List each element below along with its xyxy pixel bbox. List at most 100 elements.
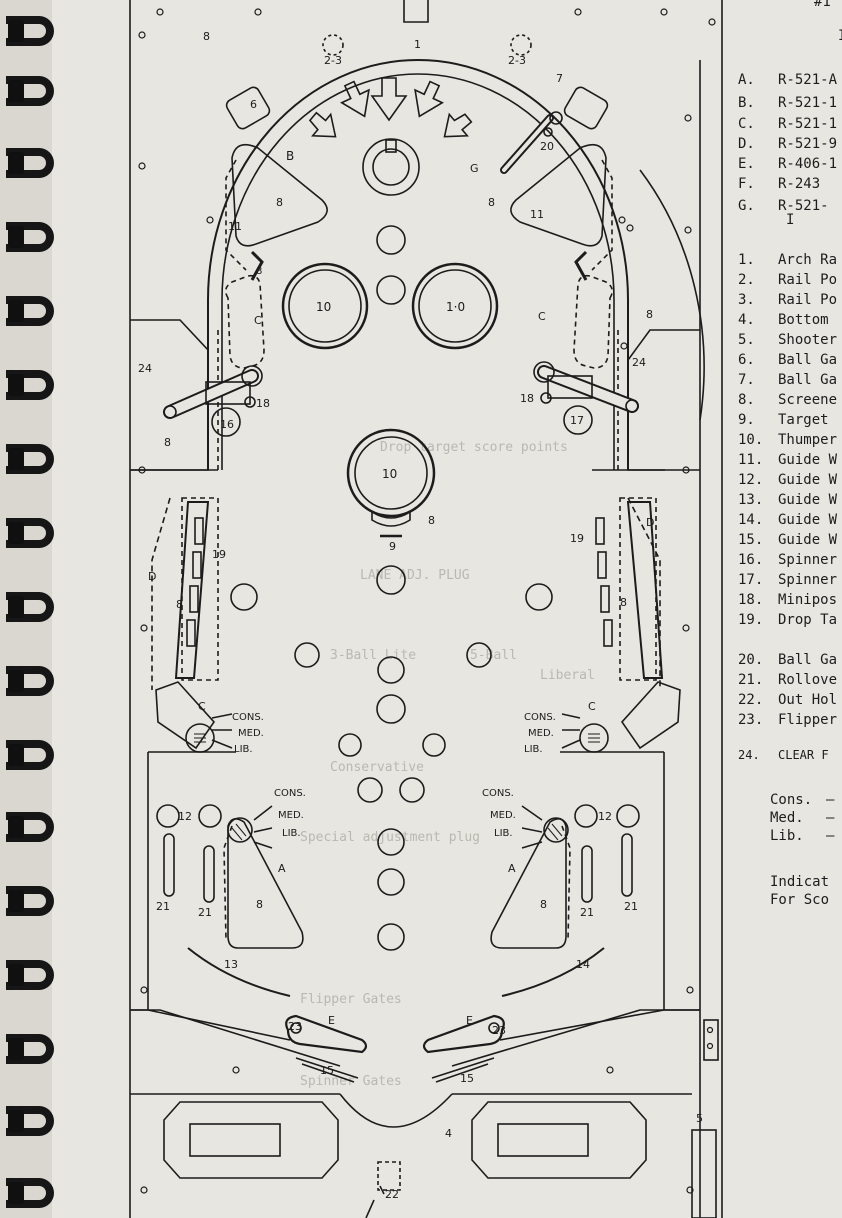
arrow-guide xyxy=(414,80,444,118)
post xyxy=(399,777,425,803)
label-rollover: 21 xyxy=(198,906,212,919)
item-key: 19. xyxy=(738,612,764,628)
drain-arc xyxy=(339,1093,453,1128)
right-inlane-guide xyxy=(620,681,681,750)
guide-wire-15-left xyxy=(295,1057,359,1083)
right-drop-target-bank xyxy=(626,501,664,679)
item-value: Guide W xyxy=(778,452,838,468)
guide-wire-15-right xyxy=(431,1057,495,1083)
arch-top-notch xyxy=(403,0,429,23)
item-value: Ball Ga xyxy=(778,352,838,368)
item-key: 15. xyxy=(738,532,764,548)
rollover-post xyxy=(156,804,180,828)
parts-letter-item: D.R-521-9 xyxy=(738,136,837,152)
post xyxy=(377,828,405,856)
item-value: R-243 xyxy=(778,176,821,192)
post xyxy=(525,583,553,611)
label-screened: 8 xyxy=(428,514,435,527)
rollover-post xyxy=(574,804,598,828)
right-guide-c xyxy=(573,274,614,369)
thumper-bumper xyxy=(346,428,436,518)
right-drop-bank-dash xyxy=(619,497,657,681)
label-screened: 8 xyxy=(256,266,262,277)
item-value: R-521-1 xyxy=(778,116,838,132)
item-key: E. xyxy=(738,156,755,172)
label-cons: CONS. xyxy=(232,712,264,723)
binding-coil xyxy=(0,10,58,50)
label-ball-gate: 6 xyxy=(250,98,257,111)
item-key: 16. xyxy=(738,552,764,568)
parts-number-item: 18.Minipos xyxy=(738,592,837,608)
left-outlane-curve xyxy=(151,497,171,690)
bleed-text: Special adjustment plug xyxy=(300,830,481,845)
label-out-hole: 22 xyxy=(385,1188,399,1201)
item-value: Ball Ga xyxy=(778,372,838,388)
item-value: Arch Ra xyxy=(778,252,838,268)
right-apron-box xyxy=(471,1101,647,1179)
item-key: 10. xyxy=(738,432,764,448)
key-name: Lib. xyxy=(770,828,804,844)
item-key: 5. xyxy=(738,332,755,348)
thumper-bumper xyxy=(281,262,369,350)
label-med: MED. xyxy=(238,728,264,739)
label-med: MED. xyxy=(278,810,304,821)
binding-coil xyxy=(0,438,58,478)
item-key: 24. xyxy=(738,748,760,762)
label-letter-e: E xyxy=(466,1014,473,1027)
item-value: Drop Ta xyxy=(778,612,838,628)
label-thumper: 1·0 xyxy=(446,300,465,314)
parts-number-item: 6.Ball Ga xyxy=(738,352,837,368)
header-fragment: #1 xyxy=(814,0,831,10)
spinner-right-bracket xyxy=(547,375,593,399)
label-lib: LIB. xyxy=(494,828,513,839)
mounting-holes xyxy=(138,8,716,1194)
rollover-lane xyxy=(203,845,215,903)
label-flipper: 23 xyxy=(288,1020,302,1033)
key-name: Cons. xyxy=(770,792,813,808)
right-apron-window xyxy=(497,1123,589,1157)
rail-post-left xyxy=(322,34,344,56)
item-key: 9. xyxy=(738,412,755,428)
item-value: R-521- xyxy=(778,198,829,214)
label-letter-a: A xyxy=(278,862,286,875)
item-value: Guide W xyxy=(778,492,838,508)
settings-key-item: Med.— xyxy=(770,810,834,826)
left-apron-window xyxy=(189,1123,281,1157)
label-thumper: 10 xyxy=(382,467,397,481)
post xyxy=(230,583,258,611)
bleed-text: LANE ADJ. PLUG xyxy=(360,568,470,583)
right-outlane-curve xyxy=(627,497,661,690)
bleed-text: Flipper Gates xyxy=(300,992,402,1007)
key-value: — xyxy=(826,828,835,844)
thumper-bumper xyxy=(411,262,499,350)
label-guide-14: 14 xyxy=(576,958,590,971)
label-ball-gate: 7 xyxy=(556,72,563,85)
right-spring xyxy=(574,250,588,281)
ball-gate-7 xyxy=(563,86,609,130)
label-clear: 24 xyxy=(138,362,152,375)
binding-coil xyxy=(0,216,58,256)
key-value: — xyxy=(826,792,835,808)
parts-number-item: 5.Shooter xyxy=(738,332,837,348)
item-value: Out Hol xyxy=(778,692,838,708)
label-letter-b: B xyxy=(286,149,294,163)
label-letter-d: D xyxy=(148,570,156,583)
item-key: 18. xyxy=(738,592,764,608)
parts-letter-item: E.R-406-1 xyxy=(738,156,837,172)
settings-key-item: Lib. — xyxy=(770,828,834,844)
label-med: MED. xyxy=(528,728,554,739)
item-value: CLEAR F xyxy=(778,748,829,762)
label-guide-12: 12 xyxy=(178,810,192,823)
item-value: Thumper xyxy=(778,432,838,448)
spinner-left-bracket xyxy=(205,381,251,405)
parts-number-item: 1.Arch Ra xyxy=(738,252,837,268)
item-value: Spinner xyxy=(778,552,838,568)
parts-letter-item: F.R-243 xyxy=(738,176,820,192)
binding-coil xyxy=(0,70,58,110)
left-drop-target-bank xyxy=(174,501,210,679)
item-value: Rail Po xyxy=(778,272,838,288)
post xyxy=(376,225,406,255)
post xyxy=(422,733,446,757)
out-hole-leader xyxy=(365,1199,375,1218)
